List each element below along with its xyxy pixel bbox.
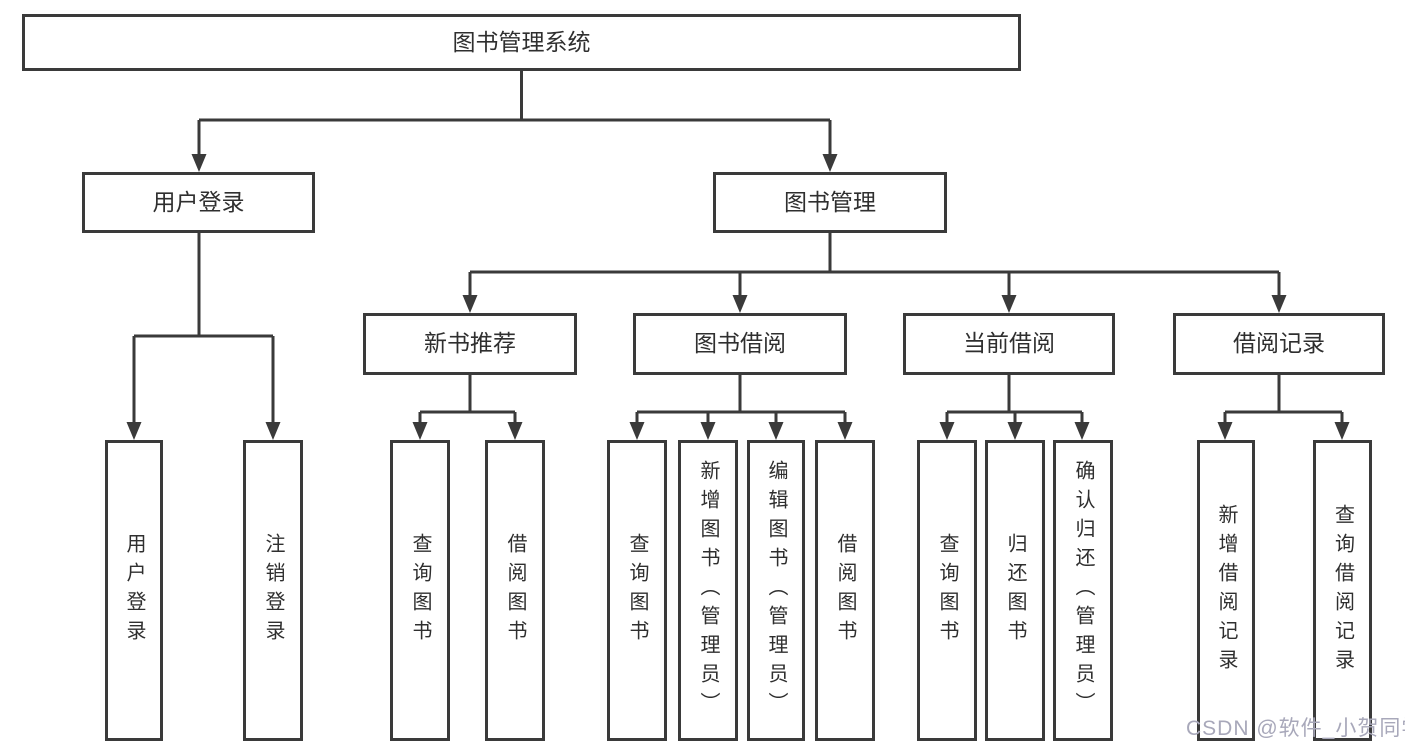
leaf-query-borrow-record-label: 查询借阅记录 [1331,503,1354,678]
leaf-add-borrow-record-label: 新增借阅记录 [1215,503,1237,678]
node-borrow-records-label: 借阅记录 [1233,330,1325,357]
leaf-confirm-return-admin-label: 确认归还（管理员） [1072,460,1094,721]
node-root: 图书管理系统 [22,14,1021,71]
leaf-confirm-return-admin: 确认归还（管理员） [1053,440,1113,741]
leaf-logout: 注销登录 [243,440,303,741]
connector-borrow-records-to-leaves [1217,375,1350,440]
leaf-add-book-admin-label: 新增图书（管理员） [697,460,719,721]
node-borrow-records: 借阅记录 [1173,313,1385,375]
leaf-return-book: 归还图书 [985,440,1045,741]
leaf-query-book-borrow: 查询图书 [607,440,667,741]
leaf-query-book-borrow-label: 查询图书 [626,532,648,649]
leaf-borrow-book-recommend-label: 借阅图书 [504,532,526,649]
node-user-login: 用户登录 [82,172,315,233]
connector-current-borrow-to-leaves [939,375,1090,440]
leaf-user-login: 用户登录 [105,440,163,741]
leaf-add-borrow-record: 新增借阅记录 [1197,440,1255,741]
leaf-borrow-book-recommend: 借阅图书 [485,440,545,741]
node-current-borrow: 当前借阅 [903,313,1115,375]
node-book-borrow: 图书借阅 [633,313,847,375]
leaf-query-current-borrow-label: 查询图书 [936,532,958,649]
leaf-return-book-label: 归还图书 [1004,532,1026,649]
leaf-edit-book-admin-label: 编辑图书（管理员） [765,460,787,721]
node-new-book-recommend: 新书推荐 [363,313,577,375]
leaf-borrow-book: 借阅图书 [815,440,875,741]
leaf-add-book-admin: 新增图书（管理员） [678,440,738,741]
node-book-management-label: 图书管理 [784,188,876,215]
leaf-query-book-recommend-label: 查询图书 [409,532,431,649]
leaf-query-current-borrow: 查询图书 [917,440,977,741]
leaf-edit-book-admin: 编辑图书（管理员） [747,440,805,741]
leaf-borrow-book-label: 借阅图书 [834,532,856,649]
node-root-label: 图书管理系统 [452,28,591,55]
leaf-query-book-recommend: 查询图书 [390,440,450,741]
node-current-borrow-label: 当前借阅 [963,330,1055,357]
connector-book-borrow-to-leaves [629,375,853,440]
connector-user-login-to-leaves [126,233,281,440]
leaf-user-login-label: 用户登录 [123,532,145,649]
node-book-borrow-label: 图书借阅 [694,330,786,357]
connector-book-management-to-level3 [462,233,1287,313]
node-user-login-label: 用户登录 [152,188,245,215]
connector-new-book-recommend-to-leaves [412,375,523,440]
watermark: CSDN @软件_小贺同学 [1186,717,1405,740]
connector-root-to-level2 [191,71,838,172]
node-new-book-recommend-label: 新书推荐 [424,330,516,357]
node-book-management: 图书管理 [713,172,947,233]
leaf-logout-label: 注销登录 [262,532,284,649]
leaf-query-borrow-record: 查询借阅记录 [1313,440,1372,741]
